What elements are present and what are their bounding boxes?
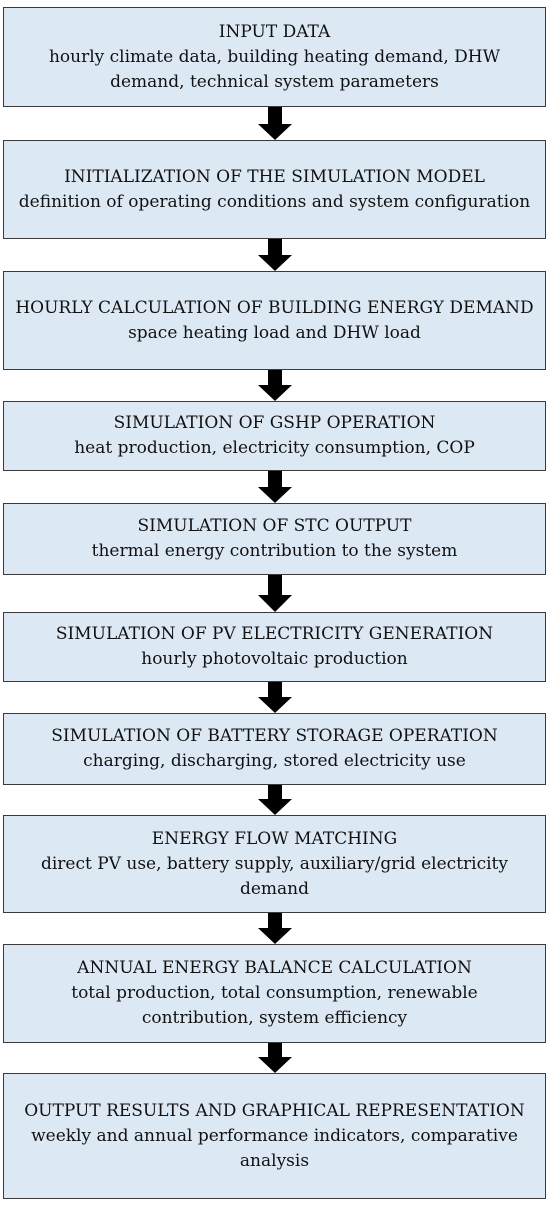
down-arrow-icon bbox=[258, 471, 292, 503]
step-title: ANNUAL ENERGY BALANCE CALCULATION bbox=[77, 958, 472, 978]
step-title: HOURLY CALCULATION OF BUILDING ENERGY DE… bbox=[15, 297, 534, 318]
step-title: SIMULATION OF BATTERY STORAGE OPERATION bbox=[51, 726, 498, 746]
step-gshp-operation: SIMULATION OF GSHP OPERATION heat produc… bbox=[3, 401, 546, 471]
down-arrow-icon bbox=[258, 913, 292, 944]
down-arrow-icon bbox=[258, 107, 292, 140]
step-description: charging, discharging, stored electricit… bbox=[83, 751, 466, 771]
step-description: heat production, electricity consumption… bbox=[74, 438, 475, 458]
step-description: direct PV use, battery supply, auxiliary… bbox=[40, 853, 508, 899]
step-description: hourly photovoltaic production bbox=[141, 649, 408, 669]
step-output-results: OUTPUT RESULTS AND GRAPHICAL REPRESENTAT… bbox=[3, 1073, 546, 1199]
step-annual-balance: ANNUAL ENERGY BALANCE CALCULATION total … bbox=[3, 944, 546, 1043]
step-description: weekly and annual performance indicators… bbox=[31, 1125, 518, 1171]
down-arrow-icon bbox=[258, 575, 292, 612]
step-title: INITIALIZATION OF THE SIMULATION MODEL bbox=[64, 166, 485, 187]
down-arrow-icon bbox=[258, 239, 292, 271]
step-title: INPUT DATA bbox=[218, 21, 331, 42]
step-description: hourly climate data, building heating de… bbox=[48, 46, 501, 92]
step-battery-storage: SIMULATION OF BATTERY STORAGE OPERATION … bbox=[3, 713, 546, 785]
down-arrow-icon bbox=[258, 785, 292, 815]
step-stc-output: SIMULATION OF STC OUTPUT thermal energy … bbox=[3, 503, 546, 575]
down-arrow-icon bbox=[258, 1043, 292, 1073]
step-energy-flow-matching: ENERGY FLOW MATCHING direct PV use, batt… bbox=[3, 815, 546, 913]
step-title: SIMULATION OF PV ELECTRICITY GENERATION bbox=[55, 624, 494, 644]
step-title: SIMULATION OF GSHP OPERATION bbox=[113, 413, 436, 433]
step-description: space heating load and DHW load bbox=[128, 322, 421, 343]
down-arrow-icon bbox=[258, 682, 292, 713]
step-input-data: INPUT DATA hourly climate data, building… bbox=[3, 7, 546, 107]
step-pv-generation: SIMULATION OF PV ELECTRICITY GENERATION … bbox=[3, 612, 546, 682]
step-title: SIMULATION OF STC OUTPUT bbox=[137, 516, 412, 536]
down-arrow-icon bbox=[258, 370, 292, 401]
step-description: definition of operating conditions and s… bbox=[18, 191, 531, 212]
step-title: ENERGY FLOW MATCHING bbox=[151, 828, 398, 849]
step-description: total production, total consumption, ren… bbox=[71, 983, 478, 1028]
step-hourly-demand: HOURLY CALCULATION OF BUILDING ENERGY DE… bbox=[3, 271, 546, 370]
step-description: thermal energy contribution to the syste… bbox=[91, 541, 458, 561]
step-initialization: INITIALIZATION OF THE SIMULATION MODEL d… bbox=[3, 140, 546, 239]
step-title: OUTPUT RESULTS AND GRAPHICAL REPRESENTAT… bbox=[24, 1100, 525, 1121]
